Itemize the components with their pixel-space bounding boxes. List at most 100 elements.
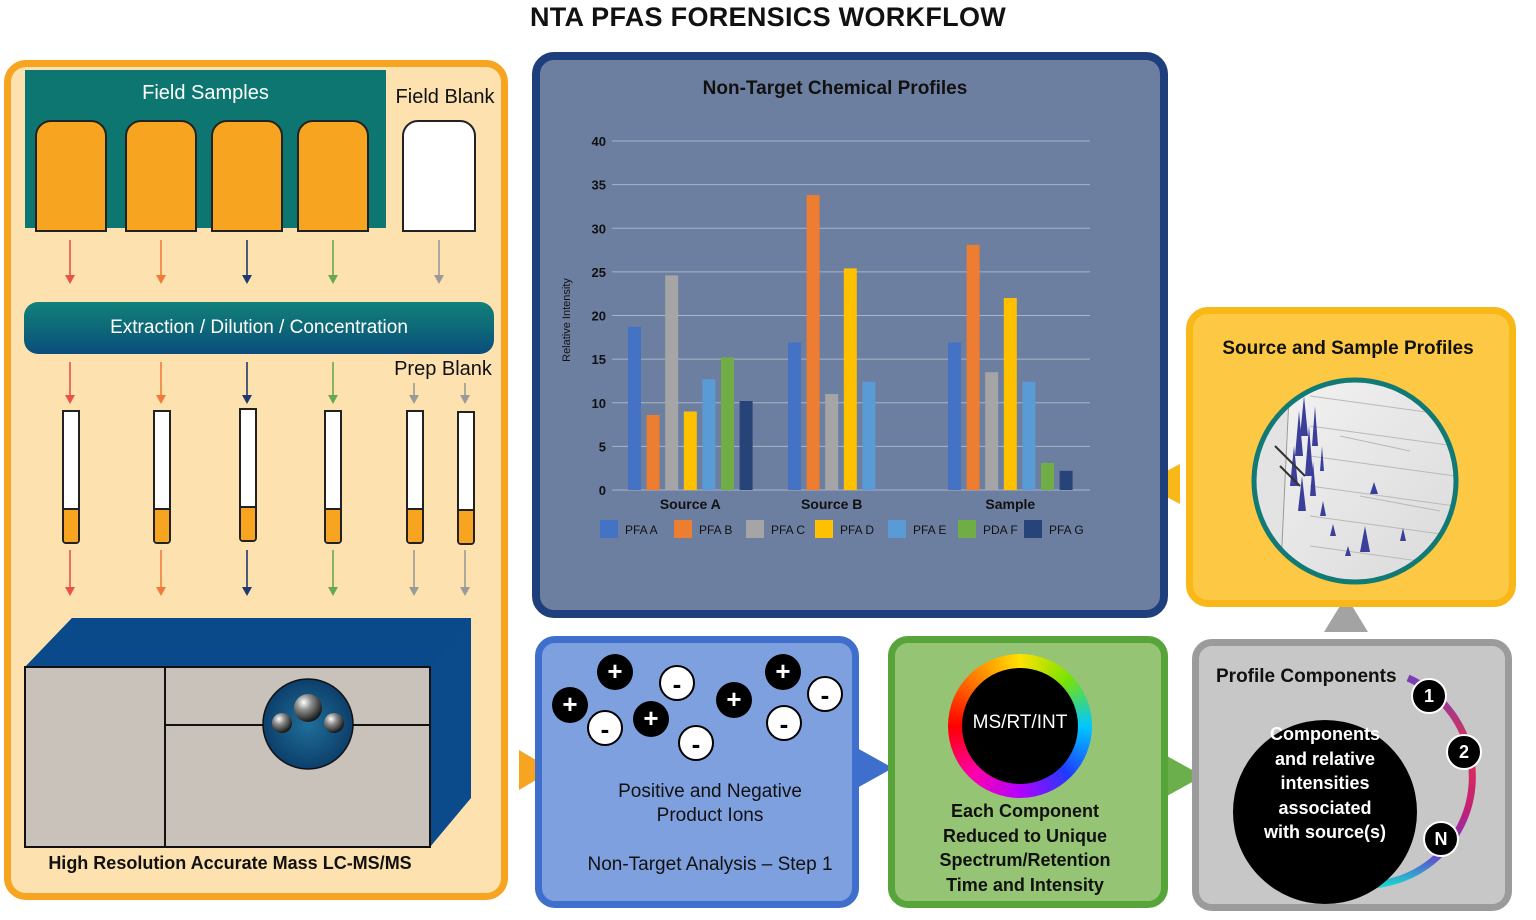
- legend-label: PFA G: [1049, 523, 1084, 537]
- pc-line: with source(s): [1263, 822, 1387, 842]
- ions-label-line: Product Ions: [656, 805, 764, 826]
- legend-item: PFA A: [600, 520, 658, 538]
- sample-tube: [239, 408, 257, 542]
- sample-tube: [62, 410, 80, 544]
- profile-components-description: Components and relative intensities asso…: [1233, 722, 1417, 845]
- negative-ion-icon: -: [766, 705, 802, 741]
- legend-label: PFA C: [771, 523, 805, 537]
- negative-ion-icon: -: [678, 725, 714, 761]
- flow-arrow: [242, 240, 252, 284]
- bar: [739, 401, 753, 490]
- bar: [825, 394, 839, 490]
- y-tick-label: 15: [592, 352, 606, 367]
- legend-label: PFA E: [913, 523, 946, 537]
- prep-blank-label: Prep Blank: [394, 358, 492, 380]
- positive-ion-icon: +: [633, 701, 669, 737]
- component-badge: 1: [1411, 678, 1447, 714]
- flow-arrow: [328, 550, 338, 596]
- profile-components-title: Profile Components: [1216, 666, 1397, 687]
- flow-arrow: [434, 240, 444, 284]
- bar: [1003, 298, 1017, 490]
- bar: [806, 195, 820, 490]
- extraction-bar: [24, 302, 494, 354]
- profile-plot-image: [1251, 377, 1459, 585]
- legend-item: PFA E: [888, 520, 946, 538]
- component-badge: 2: [1446, 734, 1482, 770]
- pc-line: Components: [1270, 724, 1380, 744]
- positive-ion-icon: +: [597, 654, 633, 690]
- diagram-title: NTA PFAS FORENSICS WORKFLOW: [529, 2, 1007, 32]
- bar: [628, 326, 641, 490]
- field-sample-card: [297, 120, 369, 232]
- component-description: Each Component Reduced to Unique Spectru…: [905, 799, 1145, 897]
- y-tick-label: 20: [592, 309, 606, 324]
- flow-arrow: [328, 240, 338, 284]
- bar: [702, 379, 716, 490]
- y-tick-label: 0: [599, 483, 606, 498]
- bar: [721, 357, 734, 490]
- flow-arrow: [156, 362, 166, 404]
- component-line: Each Component: [950, 801, 1099, 821]
- y-tick-label: 30: [592, 221, 606, 236]
- ring-label: MS/RT/INT: [972, 712, 1068, 733]
- y-axis-label: Relative Intensity: [561, 278, 573, 362]
- bar: [1022, 381, 1036, 490]
- field-blank-card: [402, 120, 476, 232]
- ions-label: Positive and Negative Product Ions: [560, 780, 860, 828]
- arrow-right-icon: [1167, 756, 1203, 796]
- x-category-label: Source B: [801, 496, 862, 512]
- y-tick-label: 40: [592, 134, 606, 149]
- y-tick-label: 10: [592, 396, 606, 411]
- positive-ion-icon: +: [552, 687, 588, 723]
- legend-swatch: [815, 520, 833, 538]
- y-tick-label: 5: [599, 439, 606, 454]
- legend-swatch: [674, 520, 692, 538]
- legend-swatch: [888, 520, 906, 538]
- legend-swatch: [746, 520, 764, 538]
- legend-item: PDA F: [958, 520, 1018, 538]
- flow-arrow: [242, 550, 252, 596]
- component-line: Spectrum/Retention: [939, 850, 1111, 870]
- legend-item: PFA C: [746, 520, 805, 538]
- flow-arrow: [65, 240, 75, 284]
- pc-line: intensities: [1280, 773, 1370, 793]
- y-tick-label: 25: [592, 265, 606, 280]
- legend-swatch: [958, 520, 976, 538]
- flow-arrow: [65, 550, 75, 596]
- bar: [985, 372, 999, 490]
- component-line: Time and Intensity: [946, 874, 1104, 895]
- legend-item: PFA B: [674, 520, 732, 538]
- ring-center: [962, 668, 1078, 784]
- lcms-instrument: [24, 618, 471, 848]
- legend-item: PFA D: [815, 520, 874, 538]
- legend-swatch: [600, 520, 618, 538]
- legend-swatch: [1024, 520, 1042, 538]
- ions-panel: [535, 636, 859, 908]
- bar: [862, 381, 876, 490]
- arrow-up-icon: [1324, 596, 1368, 632]
- component-line: Reduced to Unique: [942, 825, 1107, 846]
- pc-line: associated: [1278, 797, 1372, 818]
- nta-step-label: Non-Target Analysis – Step 1: [587, 854, 833, 875]
- bar: [966, 244, 980, 490]
- profiles-title: Source and Sample Profiles: [1222, 338, 1474, 359]
- negative-ion-icon: -: [587, 710, 623, 746]
- flow-arrow: [242, 362, 252, 404]
- x-category-label: Source A: [660, 496, 721, 512]
- flow-arrow: [65, 362, 75, 404]
- instrument-label: High Resolution Accurate Mass LC-MS/MS: [48, 853, 412, 873]
- legend-label: PFA A: [625, 523, 658, 537]
- flow-arrow: [409, 383, 419, 404]
- flow-arrow: [409, 550, 419, 596]
- extraction-label: Extraction / Dilution / Concentration: [110, 317, 408, 338]
- component-badge: N: [1423, 821, 1459, 857]
- legend-item: PFA G: [1024, 520, 1084, 538]
- arrow-right-icon: [857, 748, 893, 788]
- field-samples-label: Field Samples: [142, 82, 269, 104]
- flow-arrows: [65, 240, 470, 596]
- negative-ion-icon: -: [807, 676, 843, 712]
- flow-arrow: [328, 362, 338, 404]
- bar: [788, 342, 801, 490]
- flow-arrow: [460, 550, 470, 596]
- flow-arrow: [156, 240, 166, 284]
